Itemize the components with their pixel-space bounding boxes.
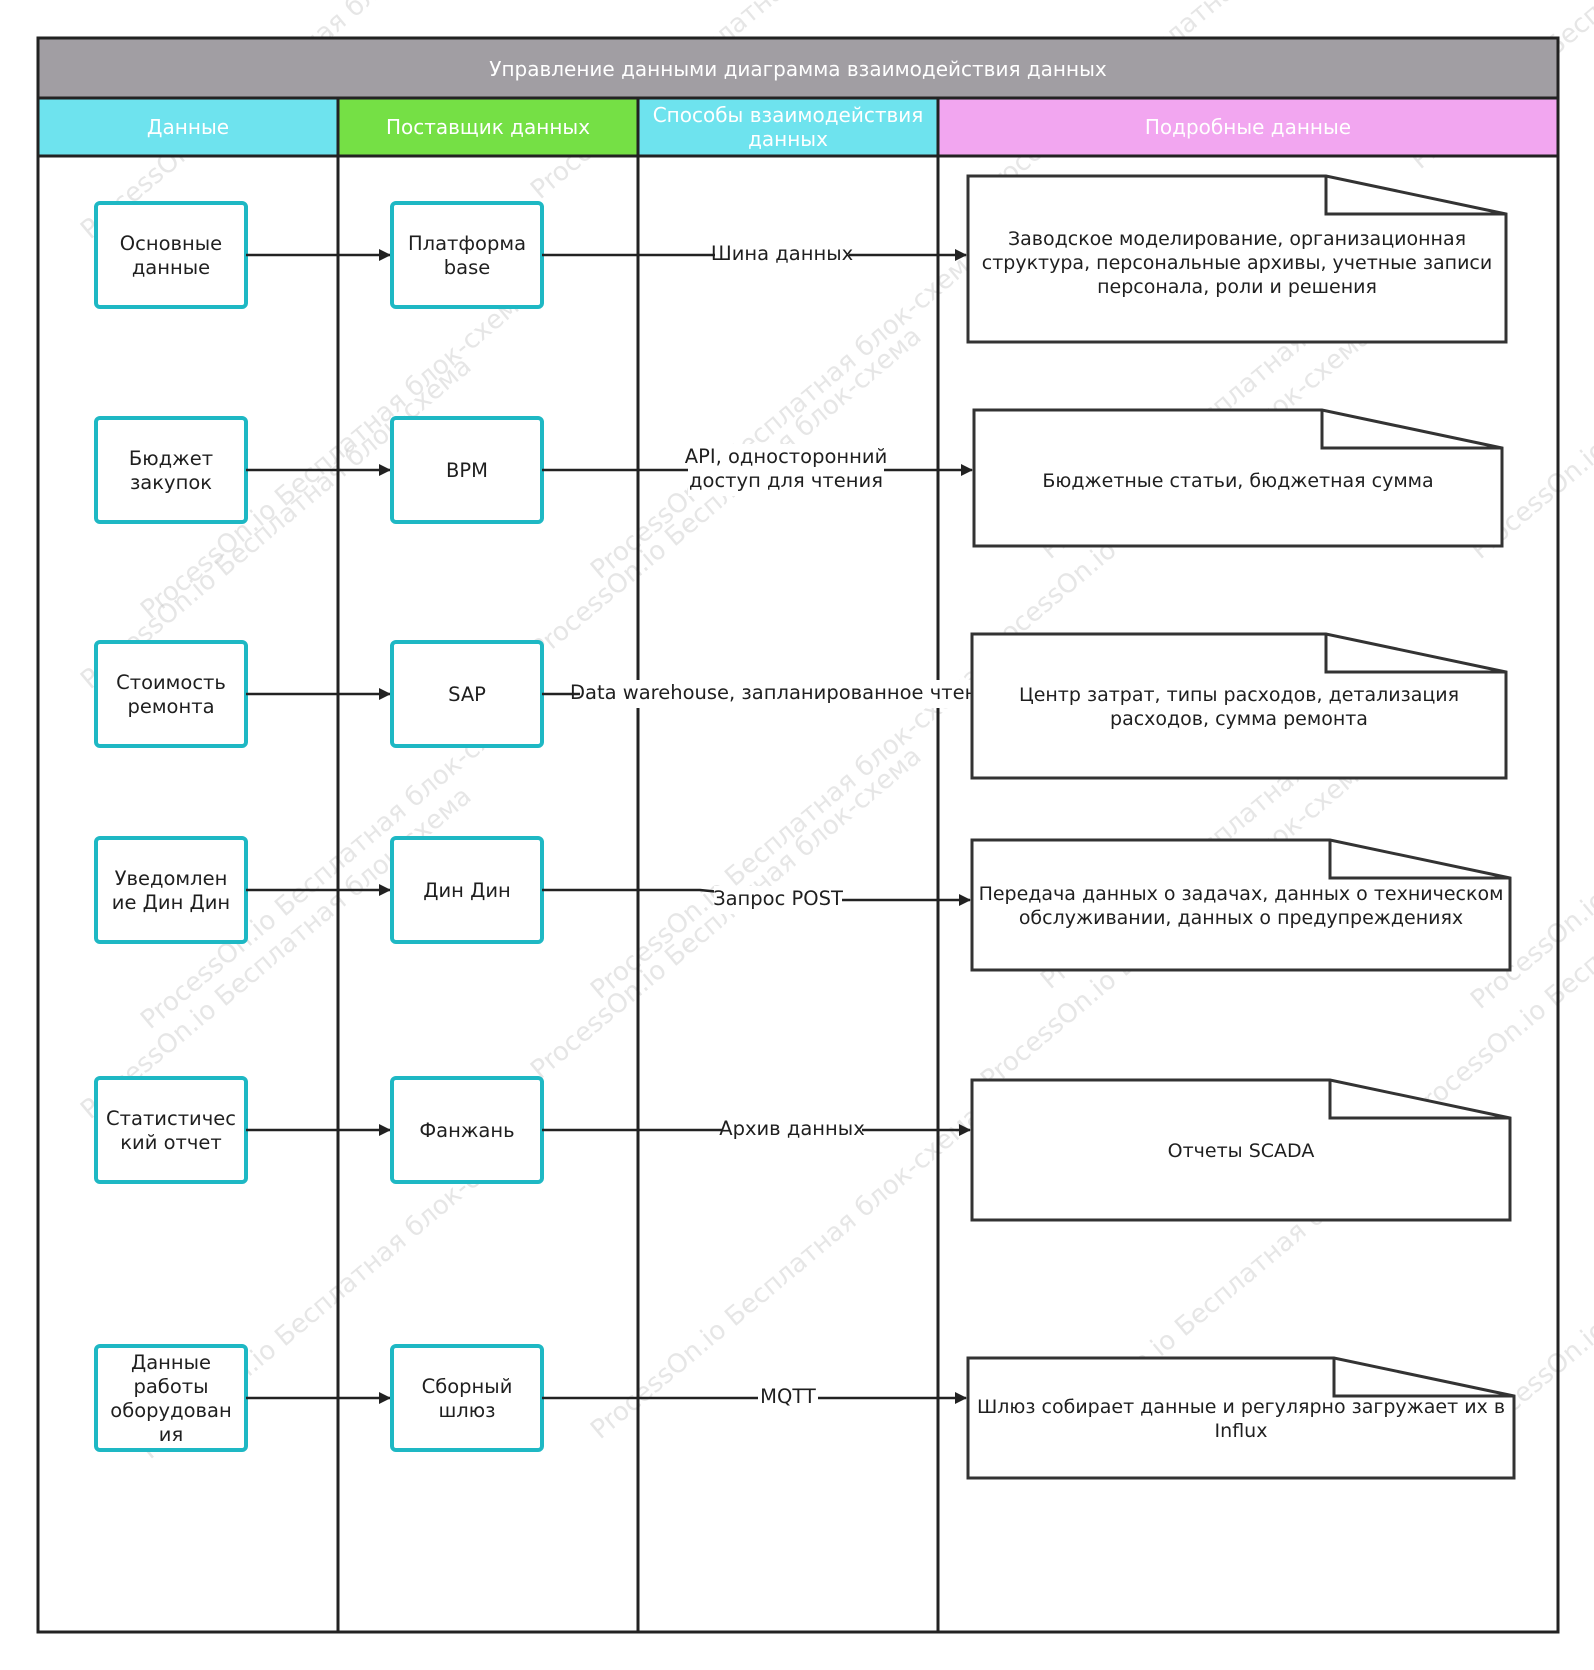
detail-document-fold <box>1328 1080 1510 1120</box>
provider-node-label: Дин Дин <box>423 879 511 902</box>
data-node[interactable] <box>94 1076 248 1184</box>
provider-node[interactable] <box>390 201 544 309</box>
method-label: MQTT <box>760 1385 816 1408</box>
detail-text: Заводское моделирование, организационная… <box>982 228 1492 298</box>
method-label: Data warehouse, запланированное чтение <box>570 681 1002 704</box>
detail-document <box>970 838 1512 972</box>
watermark-text: ProcessOn.io Бесплатная блок-схема <box>585 241 987 585</box>
provider-node-label: SAP <box>448 683 486 706</box>
method-label: Архив данных <box>719 1117 865 1140</box>
provider-node-label: Фанжань <box>419 1119 514 1142</box>
column-header-methods <box>636 96 940 158</box>
column-headers: Данные Поставщик данных Способы взаимоде… <box>36 96 1560 158</box>
detail-text: Отчеты SCADA <box>1168 1140 1315 1162</box>
method-label-bg <box>758 1384 818 1412</box>
method-label-bg <box>688 444 884 496</box>
detail-document-fold <box>1324 176 1506 216</box>
detail-document-fold <box>1324 634 1506 674</box>
method-label-bg <box>580 680 992 708</box>
column-header-details-label: Подробные данные <box>1145 115 1351 139</box>
data-node[interactable] <box>94 836 248 944</box>
method-label: Запрос POST <box>713 887 843 910</box>
provider-node[interactable] <box>390 1344 544 1452</box>
column-header-provider <box>336 96 640 158</box>
watermark-text: ProcessOn.io Бесплатная блок-схема <box>75 781 477 1125</box>
detail-document <box>966 174 1508 344</box>
diagram-title: Управление данными диаграмма взаимодейст… <box>489 57 1107 81</box>
detail-text: Шлюз собирает данные и регулярно загружа… <box>977 1396 1505 1442</box>
data-node[interactable] <box>94 416 248 524</box>
swimlanes <box>36 98 1560 1634</box>
detail-text: Бюджетные статьи, бюджетная сумма <box>1042 470 1433 492</box>
data-node[interactable] <box>94 201 248 309</box>
detail-document-fold <box>1332 1358 1514 1398</box>
method-label: Шина данных <box>711 242 853 265</box>
column-header-data-label: Данные <box>147 115 229 139</box>
method-label-bg <box>722 1116 862 1144</box>
column-header-methods-line1: Способы взаимодействия <box>653 103 924 127</box>
method-label-bg <box>714 886 842 914</box>
detail-document <box>972 408 1504 548</box>
swimlane-frame <box>36 154 1560 1634</box>
provider-node-label: BPM <box>446 459 488 482</box>
title-bar <box>36 36 1560 100</box>
detail-text: Центр затрат, типы расходов, детализация… <box>1019 684 1459 730</box>
data-node[interactable] <box>94 640 248 748</box>
detail-document <box>970 632 1508 780</box>
watermark-text: ProcessOn.io Бесплатная блок-схема <box>585 661 987 1005</box>
detail-document-fold <box>1320 410 1502 450</box>
detail-document-fold <box>1328 840 1510 880</box>
method-label-bg <box>715 241 849 269</box>
detail-document <box>970 1078 1512 1222</box>
detail-text: Передача данных о задачах, данных о техн… <box>979 883 1504 929</box>
column-header-provider-label: Поставщик данных <box>386 115 590 139</box>
detail-document <box>966 1356 1516 1480</box>
column-header-methods-line2: данных <box>748 127 828 151</box>
